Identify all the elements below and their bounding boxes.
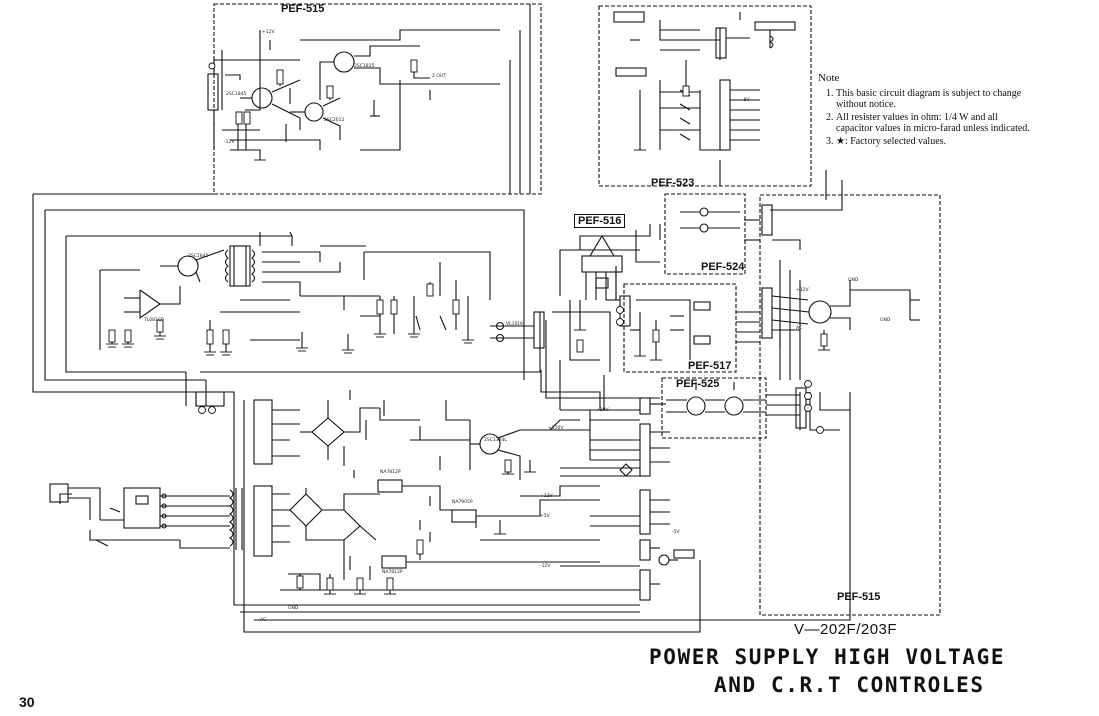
bus-label: +5V: [540, 514, 550, 519]
diagram-title-line2: AND C.R.T CONTROLES: [714, 673, 985, 697]
bus-label: AC: [260, 618, 267, 623]
bus-label: +12V: [540, 494, 553, 499]
component-label: +12V: [262, 30, 275, 35]
board-label-pef524: PEF-524: [701, 261, 745, 273]
pef517-circuit: [630, 299, 711, 360]
board-label-pef517: PEF-517: [688, 360, 732, 372]
bus-label: GND: [288, 606, 299, 611]
board-label-pef523: PEF-523: [651, 177, 695, 189]
component-label: 2SC2012: [324, 118, 345, 123]
component-label: TL081CP: [144, 318, 164, 323]
pef523-circuit: [613, 11, 796, 186]
passive-components: [108, 59, 828, 591]
board-outline-pef525: [661, 377, 767, 439]
component-label: 2SC1845: [188, 254, 209, 259]
ac-input-circuit: [49, 483, 230, 549]
component-label: -8V: [742, 98, 750, 103]
board-outline-pef517: [623, 283, 737, 373]
pef515-top-circuit: [207, 29, 500, 160]
component-label: 2SC1384L: [484, 438, 507, 443]
connector-blocks: [195, 387, 807, 601]
note-block: Note This basic circuit diagram is subje…: [818, 73, 1033, 149]
note-item: ★: Factory selected values.: [836, 136, 1033, 147]
bus-label: -5V: [672, 530, 680, 535]
circled-markers: [198, 62, 824, 434]
component-label: NA7905P: [452, 500, 473, 505]
model-number: V—202F/203F: [794, 621, 898, 638]
page-number: 30: [19, 694, 35, 710]
diagram-title-line1: POWER SUPPLY HIGH VOLTAGE: [649, 645, 1006, 669]
pef524-circuit: [680, 207, 740, 233]
board-label-pef516: PEF-516: [574, 214, 626, 228]
note-item: This basic circuit diagram is subject to…: [836, 88, 1033, 110]
component-label: GND: [848, 278, 859, 283]
hv-circuit: [99, 231, 545, 352]
component-label: NA7812P: [382, 570, 403, 575]
component-label: 2 OUT: [432, 74, 446, 79]
board-outline-pef523: [598, 5, 812, 187]
component-label: AC: [796, 326, 803, 331]
note-list: This basic circuit diagram is subject to…: [818, 88, 1033, 147]
component-label: -12V: [224, 140, 235, 145]
note-heading: Note: [818, 72, 840, 84]
component-label: GND: [880, 318, 891, 323]
board-label-pef525: PEF-525: [676, 378, 720, 390]
bus-label: +20V: [596, 408, 609, 413]
board-outline-pef524: [664, 193, 746, 275]
ground-marks: [106, 149, 830, 595]
component-label: NA7812P: [380, 470, 401, 475]
component-label: VL1016: [506, 322, 524, 327]
pef515-right-circuit: [761, 204, 920, 350]
bus-label: +110V: [548, 426, 564, 431]
bus-label: -12V: [540, 564, 551, 569]
outer-wiring: [32, 4, 851, 633]
board-label-pef515-bottom: PEF-515: [837, 591, 881, 603]
pef525-circuit: [666, 382, 766, 416]
component-label: 2SC1815: [354, 64, 375, 69]
board-outline-pef515-top: [213, 3, 542, 195]
board-label-pef515-top: PEF-515: [281, 3, 325, 15]
power-supply-circuit: [229, 390, 640, 594]
note-item: All resister values in ohm: 1/4 W and al…: [836, 112, 1033, 134]
component-label: 2SC1845: [226, 92, 247, 97]
component-label: +12V: [796, 288, 809, 293]
